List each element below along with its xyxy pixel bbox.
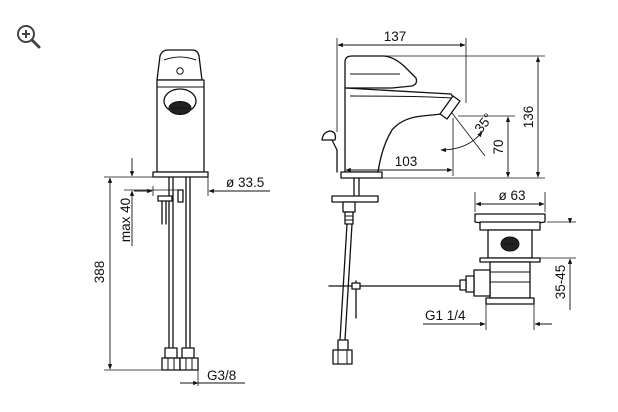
front-dim-max-label: max 40	[118, 198, 133, 242]
side-body	[344, 87, 456, 173]
front-lever	[156, 49, 203, 81]
front-dim-thread-label: G3/8	[207, 368, 236, 383]
side-view: 137 103 136 70 35°	[321, 29, 545, 365]
zoom-in-icon[interactable]	[17, 25, 41, 49]
side-dim-spout-height-label: 70	[491, 139, 506, 154]
side-dim-total-height-label: 136	[521, 106, 536, 129]
side-dim-reach-label: 103	[395, 154, 418, 169]
drain-view: ø 63 35-45 G1 1/4	[423, 188, 576, 330]
side-lever	[344, 55, 418, 89]
front-dim-height-label: 388	[92, 261, 107, 284]
front-view: 388 max 40 ø 33.5 G3/8	[92, 49, 270, 386]
side-dim-angle-label: 35°	[472, 111, 496, 136]
side-dim-length-label: 137	[384, 29, 407, 44]
drain-dim-diameter-label: ø 63	[498, 188, 525, 203]
drain-dim-thread-label: G1 1/4	[425, 308, 466, 323]
front-dim-diameter-label: ø 33.5	[226, 175, 264, 190]
drain-dim-range-label: 35-45	[553, 265, 568, 300]
